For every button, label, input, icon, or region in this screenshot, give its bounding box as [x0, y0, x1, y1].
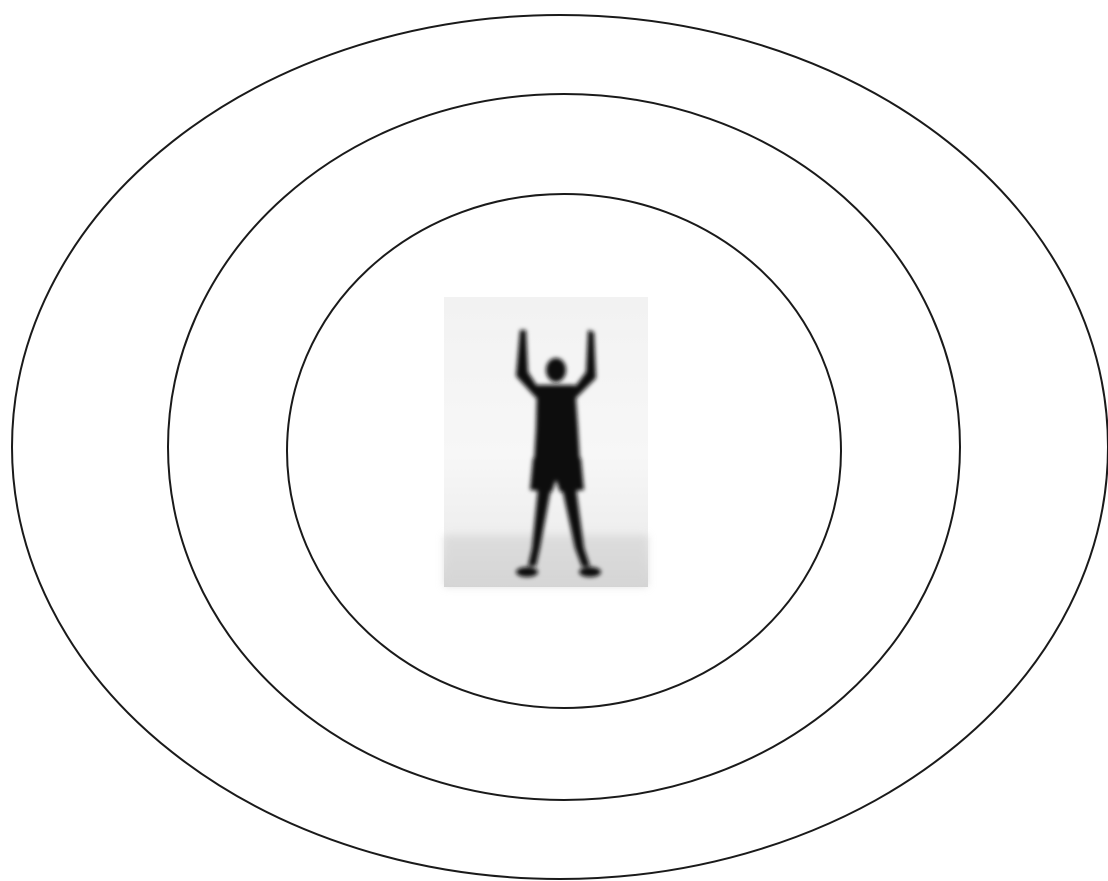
person-arms-raised-icon — [444, 297, 648, 587]
